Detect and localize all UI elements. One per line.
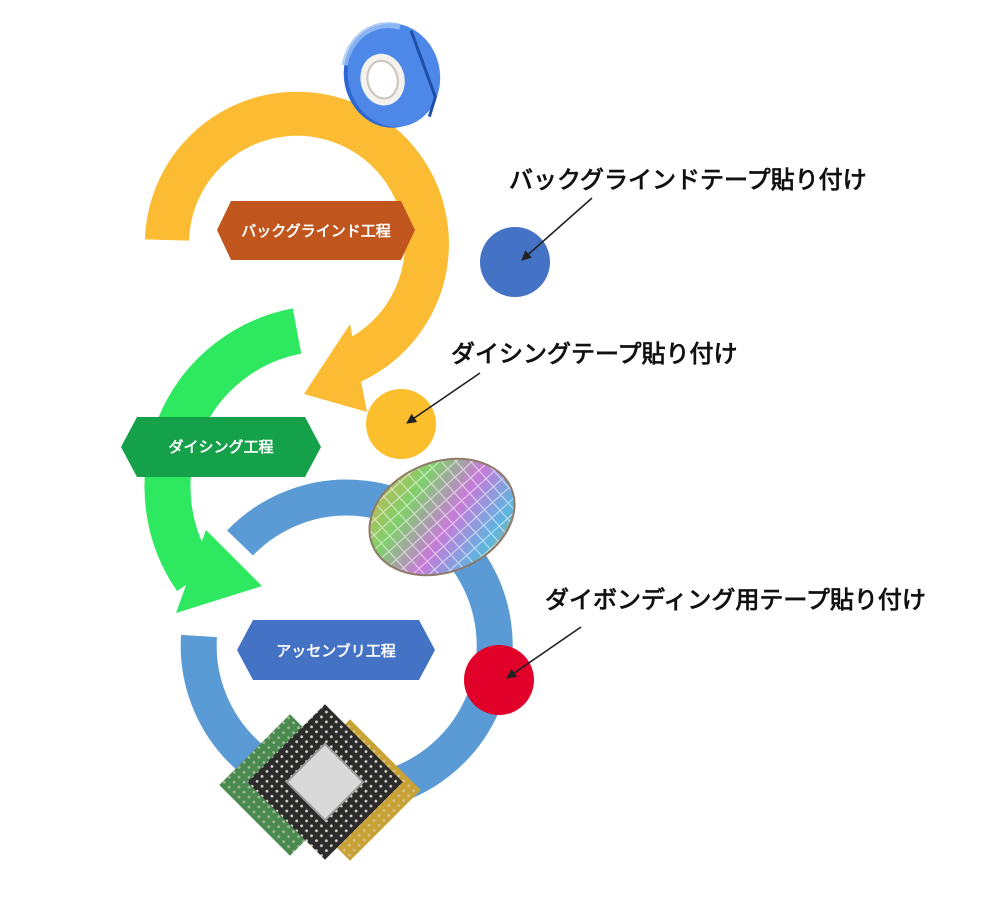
dicing-tape-label: ダイシングテープ貼り付け xyxy=(451,340,738,368)
step-backgrind: バックグラインド工程 xyxy=(217,201,415,260)
step-dicing-label: ダイシング工程 xyxy=(168,438,273,456)
step-assembly-label: アッセンブリ工程 xyxy=(276,642,396,660)
backgrind-tape-dot xyxy=(480,227,550,297)
backgrind-arrowhead xyxy=(304,324,367,412)
dicing-tape-dot xyxy=(366,389,436,459)
backgrind-tape-arrow xyxy=(521,197,593,261)
backgrind-cycle-arc xyxy=(145,91,449,382)
dicing-arrowhead xyxy=(176,530,262,613)
die-bonding-tape-label: ダイボンディング用テープ貼り付け xyxy=(545,586,926,614)
step-dicing: ダイシング工程 xyxy=(121,417,321,477)
tape-roll-icon xyxy=(341,22,441,128)
step-backgrind-label: バックグラインド工程 xyxy=(241,222,390,240)
step-assembly: アッセンブリ工程 xyxy=(237,620,435,680)
die-bonding-tape-arrow xyxy=(506,626,582,679)
backgrind-tape-label: バックグラインドテープ貼り付け xyxy=(509,166,867,194)
dicing-tape-arrow xyxy=(406,372,481,424)
ic-chip-package-icon xyxy=(219,704,421,861)
die-bonding-tape-dot xyxy=(464,645,534,715)
silicon-wafer-icon xyxy=(368,457,516,577)
